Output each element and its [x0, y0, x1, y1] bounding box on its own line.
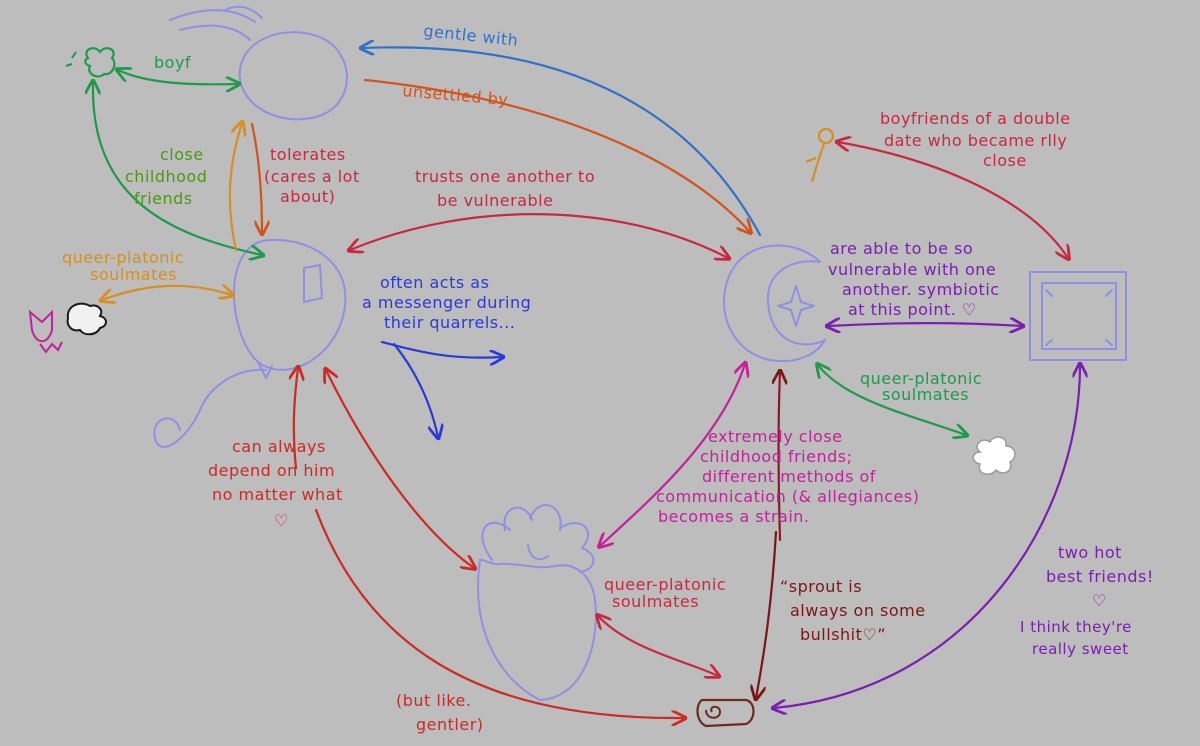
arrow-messenger-right [380, 340, 502, 358]
label-qp-bottom-line: soulmates [612, 592, 699, 611]
label-qp-soulmates-left: queer-platonic soulmates [62, 248, 190, 284]
label-boyfriends-line: boyfriends of a double [880, 109, 1071, 128]
label-two-hot: two hot best friends! ♡ I think they're … [1020, 543, 1159, 658]
arrow-gentle-with [362, 47, 762, 237]
mini-magenta-cat [28, 309, 63, 354]
label-gentler-line: (but like. [396, 691, 471, 710]
label-boyfriends-line: close [983, 151, 1027, 170]
arrow-vulnerable [828, 323, 1022, 326]
label-two-hot-line: two hot [1058, 543, 1122, 562]
arrow-boyf [118, 70, 238, 84]
label-tolerates-line: about) [280, 187, 335, 206]
arrow-depend-up [294, 368, 298, 470]
label-messenger-line: often acts as [380, 273, 489, 292]
label-vulnerable: are able to be so vulnerable with one an… [828, 239, 1005, 319]
label-two-hot-line: ♡ [1092, 591, 1107, 610]
mini-white-flower [972, 436, 1016, 475]
label-qp-right-line: queer-platonic [860, 369, 982, 388]
arrow-qp-soulmates-left [102, 286, 232, 300]
label-sprout-line: always on some [790, 601, 926, 620]
label-qp-soulmates-right: queer-platonic soulmates [860, 369, 988, 404]
arrow-tolerates-down [250, 122, 262, 233]
label-messenger-line: a messenger during [362, 293, 531, 312]
label-depend-line: can always [232, 437, 326, 456]
label-tolerates: tolerates (cares a lot about) [264, 145, 365, 206]
label-vulnerable-line: are able to be so [830, 239, 973, 258]
arrow-two-hot [774, 365, 1080, 708]
arrow-close-childhood-friends [93, 82, 262, 255]
mini-black-hand [66, 302, 107, 336]
arrow-tolerates-up [228, 123, 242, 252]
character-box [1029, 271, 1127, 361]
label-qp-left-line: soulmates [90, 265, 177, 284]
label-close-childhood-friends-line: childhood [125, 167, 207, 186]
label-two-hot-line: really sweet [1032, 640, 1129, 658]
mini-green-character [65, 47, 116, 78]
label-close-childhood-friends-line: close [160, 145, 204, 164]
label-tolerates-line: tolerates [270, 145, 346, 164]
label-trusts-line: be vulnerable [437, 191, 553, 210]
label-but-like-gentler: (but like. gentler) [396, 691, 484, 734]
label-messenger: often acts as a messenger during their q… [362, 273, 537, 332]
label-vulnerable-line: another. symbiotic [842, 280, 1000, 299]
arrow-messenger-down [392, 342, 438, 437]
label-gentle-with: gentle with [423, 21, 520, 50]
character-top-round [169, 5, 348, 121]
label-extremely-close: extremely close childhood friends; diffe… [656, 427, 925, 526]
arrow-gentler [314, 508, 684, 718]
arrow-sprout-quote [756, 530, 778, 698]
label-sprout-line: “sprout is [780, 577, 862, 596]
arrow-depend-sprout [326, 370, 474, 568]
label-qp-left-line: queer-platonic [62, 248, 184, 267]
label-extremely-close-line: different methods of [702, 467, 876, 486]
label-depend-line: depend on him [208, 461, 335, 480]
label-qp-soulmates-bottom: queer-platonic soulmates [604, 575, 732, 611]
character-scroll [696, 698, 755, 728]
label-can-always-depend: can always depend on him no matter what … [208, 437, 348, 530]
label-depend-line: no matter what [212, 485, 343, 504]
character-balloon [153, 238, 347, 448]
label-extremely-close-line: becomes a strain. [658, 507, 810, 526]
label-qp-bottom-line: queer-platonic [604, 575, 726, 594]
label-extremely-close-line: childhood friends; [700, 447, 852, 466]
arrow-unsettled-by [363, 78, 750, 232]
arrow-trusts [350, 213, 728, 258]
label-boyf: boyf [154, 53, 191, 72]
label-two-hot-line: best friends! [1046, 567, 1154, 586]
label-vulnerable-line: vulnerable with one [828, 260, 996, 279]
arrow-qp-soulmates-bottom [598, 616, 718, 676]
label-tolerates-line: (cares a lot [264, 167, 360, 186]
character-crescent-moon [723, 244, 826, 363]
label-boyfriends-double-date: boyfriends of a double date who became r… [880, 109, 1076, 170]
label-trusts-line: trusts one another to [415, 167, 595, 186]
label-two-hot-line: I think they're [1020, 618, 1132, 636]
label-sprout-quote: “sprout is always on some bullshit♡” [780, 577, 931, 644]
label-trusts: trusts one another to be vulnerable [415, 167, 601, 210]
label-close-childhood-friends-line: friends [134, 189, 193, 208]
label-vulnerable-line: at this point. ♡ [848, 300, 977, 319]
label-unsettled-by: unsettled by [402, 81, 509, 109]
label-extremely-close-line: extremely close [708, 427, 843, 446]
arrow-boyfriends-double-date [838, 142, 1068, 258]
character-sprout [477, 504, 597, 701]
label-boyfriends-line: date who became rlly [884, 131, 1067, 150]
mini-orange-figure [805, 127, 835, 183]
label-close-childhood-friends: close childhood friends [125, 145, 213, 208]
label-extremely-close-line: communication (& allegiances) [656, 487, 919, 506]
label-gentler-line: gentler) [416, 715, 484, 734]
label-depend-line: ♡ [274, 511, 289, 530]
label-messenger-line: their quarrels... [384, 313, 515, 332]
label-sprout-line: bullshit♡” [800, 625, 886, 644]
label-qp-right-line: soulmates [882, 385, 969, 404]
arrow-extremely-close [600, 364, 745, 546]
